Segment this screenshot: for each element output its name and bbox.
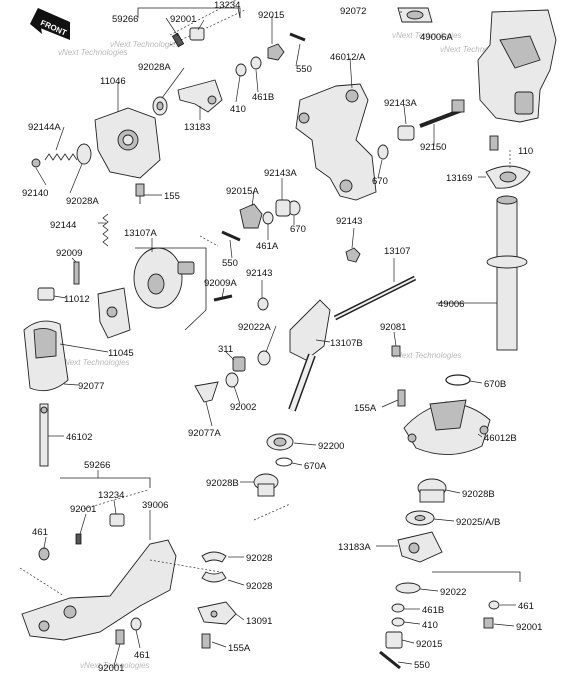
part-label: 670 <box>372 176 388 187</box>
part-label: 461 <box>32 527 48 538</box>
middle-assembly <box>23 199 417 467</box>
part-label: 92200 <box>318 441 344 452</box>
part-label: 92077 <box>78 381 104 392</box>
part-label: 461B <box>252 92 274 103</box>
part-label: 13183A <box>338 542 371 553</box>
part-label: 13183 <box>184 122 210 133</box>
lower-right-assembly <box>379 478 521 670</box>
part-label: 49006 <box>438 299 464 310</box>
part-label: 550 <box>222 258 238 269</box>
watermark: vNext Technologies <box>80 661 150 670</box>
part-label: 311 <box>218 344 233 355</box>
part-labels: 59266 92001 13234 92015 550 92072 49006A… <box>22 0 542 673</box>
part-label: 92022 <box>440 587 466 598</box>
part-label: 92009A <box>204 278 237 289</box>
part-label: 11045 <box>108 348 134 359</box>
top-left-assembly <box>31 0 306 204</box>
part-label: 92025/A/B <box>456 517 500 528</box>
part-label: 670B <box>484 379 506 390</box>
watermark: vNext Technologies <box>392 351 462 360</box>
part-label: 550 <box>414 660 430 671</box>
part-label: 92001 <box>70 504 96 515</box>
part-label: 92143 <box>336 216 362 227</box>
watermark: vNext Technologies <box>110 40 180 49</box>
watermark: vNext Technologies <box>392 31 462 40</box>
part-label: 92028 <box>246 553 272 564</box>
part-label: 92143A <box>264 168 297 179</box>
part-label: 92081 <box>380 322 406 333</box>
part-label: 110 <box>518 146 533 157</box>
part-label: 92001 <box>170 14 196 25</box>
part-label: 92001 <box>516 622 542 633</box>
part-label: 92077A <box>188 428 221 439</box>
part-label: 92144 <box>50 220 76 231</box>
part-label: 92028 <box>246 581 272 592</box>
part-label: 13234 <box>214 0 240 11</box>
part-label: 39006 <box>142 500 168 511</box>
part-label: 13169 <box>446 173 472 184</box>
part-label: 11046 <box>100 76 126 87</box>
part-label: 92028A <box>66 196 99 207</box>
part-label: 410 <box>422 620 438 631</box>
part-label: 92002 <box>230 402 256 413</box>
part-label: 670 <box>290 224 306 235</box>
part-label: 92015 <box>416 639 442 650</box>
part-label: 92022A <box>238 322 271 333</box>
part-label: 155 <box>164 191 180 202</box>
part-label: 92009 <box>56 248 82 259</box>
lower-left-assembly <box>19 477 237 649</box>
watermark: vNext Technologies <box>58 48 128 57</box>
part-label: 13107A <box>124 228 157 239</box>
part-label: 92028B <box>206 478 239 489</box>
leader-lines <box>35 7 516 667</box>
part-label: 92028B <box>462 489 495 500</box>
part-label: 13234 <box>98 490 124 501</box>
part-label: 49006A <box>420 32 453 43</box>
part-label: 59266 <box>112 14 138 25</box>
part-label: 461B <box>422 605 444 616</box>
watermark-layer: vNext Technologies vNext Technologies vN… <box>58 31 510 670</box>
part-label: 46012B <box>484 433 517 444</box>
part-label: 92143A <box>384 98 417 109</box>
part-label: 13107B <box>330 338 363 349</box>
part-label: 92144A <box>28 122 61 133</box>
part-label: 550 <box>296 64 312 75</box>
part-label: 461 <box>134 650 150 661</box>
front-arrow-icon: FRONT <box>30 8 70 40</box>
part-label: 46102 <box>66 432 92 443</box>
top-right-assembly <box>295 7 557 201</box>
lower-center-assembly <box>253 433 294 521</box>
part-label: 11012 <box>64 294 90 305</box>
part-label: 92140 <box>22 188 48 199</box>
part-label: 92015A <box>226 186 259 197</box>
part-label: 13107 <box>384 246 410 257</box>
part-label: 59266 <box>84 460 110 471</box>
part-label: 92015 <box>258 10 284 21</box>
part-label: 155A <box>228 643 251 654</box>
part-label: 13091 <box>246 616 272 627</box>
part-label: 410 <box>230 104 246 115</box>
watermark: vNext Technologies <box>60 358 130 367</box>
part-label: 92072 <box>340 6 366 17</box>
column-assembly <box>397 195 528 455</box>
part-label: 670A <box>304 461 327 472</box>
part-label: 461 <box>518 601 534 612</box>
watermark: vNext Technologies <box>440 45 510 54</box>
part-label: 92143 <box>246 268 272 279</box>
part-label: 92150 <box>420 142 446 153</box>
part-label: 46012/A <box>330 52 366 63</box>
part-label: 92028A <box>138 62 171 73</box>
part-label: 461A <box>256 241 279 252</box>
part-label: 155A <box>354 403 377 414</box>
part-label: 92001 <box>98 663 124 673</box>
